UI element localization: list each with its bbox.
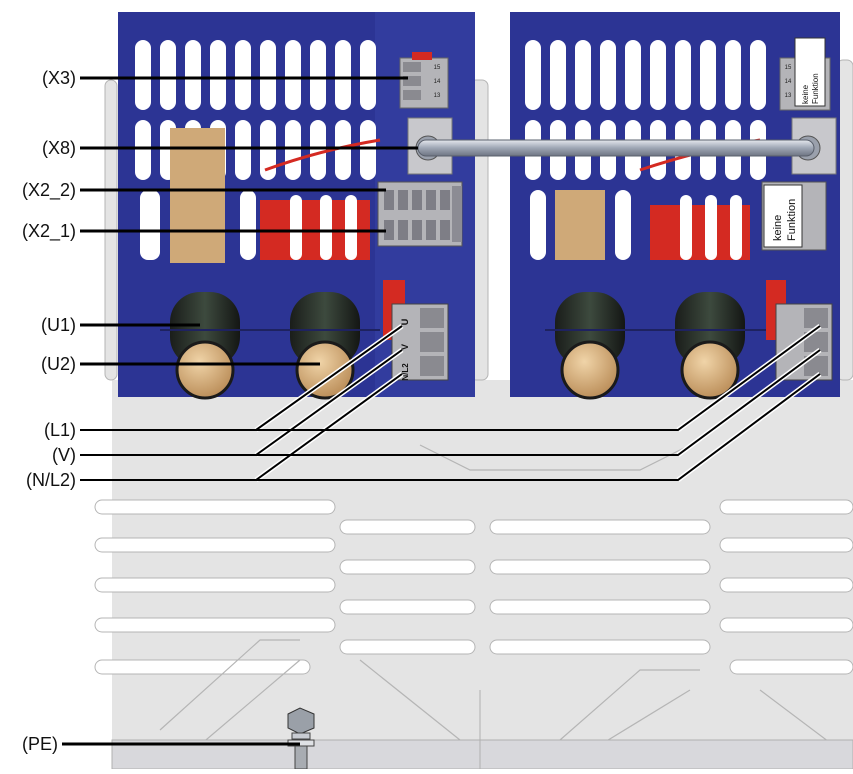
terminal-label-u: U bbox=[400, 319, 410, 326]
leader-l1-right bbox=[256, 325, 821, 431]
leader-lines-power bbox=[80, 325, 821, 481]
capacitors-left bbox=[160, 292, 380, 400]
x3-pin-13-right: 13 bbox=[785, 93, 792, 99]
heatsink bbox=[94, 59, 853, 770]
terminal-label-v: V bbox=[400, 344, 410, 350]
label-u1: (U1) bbox=[41, 315, 76, 335]
label-x8: (X8) bbox=[42, 138, 76, 158]
pe-screw bbox=[287, 707, 315, 770]
x3-connector-left: 15 14 13 bbox=[399, 52, 449, 109]
x3-pin-14-left: 14 bbox=[434, 79, 441, 85]
label-x2-2: (X2_2) bbox=[22, 180, 76, 201]
x2-keine-label-right: keine bbox=[772, 215, 784, 241]
leader-lines bbox=[80, 76, 418, 366]
x3-pin-13-left: 13 bbox=[434, 93, 441, 99]
right-module-housing: 15 14 13 keine Funktion keine Funktion bbox=[510, 12, 840, 400]
x3-funktion-label-right: Funktion bbox=[811, 73, 820, 104]
label-x3: (X3) bbox=[42, 68, 76, 88]
x3-pin-14-right: 14 bbox=[785, 79, 792, 85]
leader-v-right bbox=[256, 349, 821, 456]
x3-pin-15-left: 15 bbox=[434, 65, 441, 71]
x3-pin-15-right: 15 bbox=[785, 65, 792, 71]
x2-funktion-label-right: Funktion bbox=[786, 199, 798, 241]
power-terminal-right bbox=[766, 280, 833, 381]
label-v: (V) bbox=[52, 445, 76, 465]
x3-keine-label-right: keine bbox=[801, 84, 810, 104]
left-module-housing: 15 14 13 bbox=[118, 12, 475, 400]
label-nl2: (N/L2) bbox=[26, 470, 76, 490]
x3-connector-right: 15 14 13 keine Funktion bbox=[779, 37, 831, 111]
label-l1: (L1) bbox=[44, 420, 76, 440]
x2-connector-left bbox=[377, 181, 463, 247]
label-x2-1: (X2_1) bbox=[22, 221, 76, 242]
x8-bus-rod bbox=[417, 139, 815, 157]
label-u2: (U2) bbox=[41, 354, 76, 374]
leader-nl2-right bbox=[256, 373, 821, 481]
terminal-label-nl2: N/L2 bbox=[401, 363, 410, 381]
label-pe: (PE) bbox=[22, 734, 58, 754]
x2-connector-right: keine Funktion bbox=[761, 181, 827, 251]
capacitors-right bbox=[545, 292, 770, 400]
